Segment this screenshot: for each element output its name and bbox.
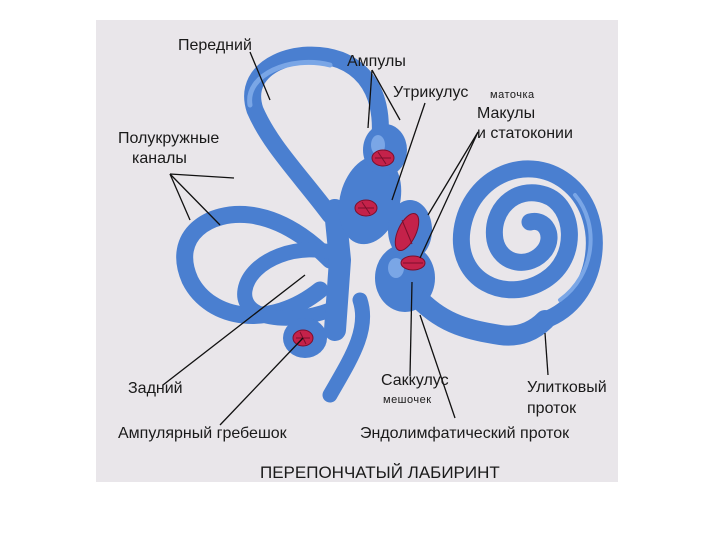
label-utricle-ru: маточка xyxy=(490,89,535,101)
label-maculae-line2: и статоконии xyxy=(477,125,573,142)
labels: Передний Ампулы Утрикулус маточка Макулы… xyxy=(118,37,607,482)
utricle-shape xyxy=(338,155,402,245)
diagram-title: ПЕРЕПОНЧАТЫЙ ЛАБИРИНТ xyxy=(260,463,500,482)
label-endolymph: Эндолимфатический проток xyxy=(360,425,570,442)
label-canals-line1: Полукружные xyxy=(118,130,219,147)
label-utricle: Утрикулус xyxy=(393,84,468,101)
anterior-canal xyxy=(244,46,389,224)
label-maculae-line1: Макулы xyxy=(477,105,535,122)
membranous-labyrinth xyxy=(176,46,603,403)
pointer-lines xyxy=(162,51,549,426)
label-crista: Ампулярный гребешок xyxy=(118,425,288,442)
cochlear-duct-shape xyxy=(452,160,603,329)
label-posterior: Задний xyxy=(128,380,183,397)
label-cochlear-line1: Улитковый xyxy=(527,379,607,396)
label-saccule: Саккулус xyxy=(381,372,449,389)
label-ampullae: Ампулы xyxy=(347,53,406,70)
endolymphatic-duct-shape xyxy=(322,292,371,403)
lateral-canal xyxy=(237,242,348,326)
label-saccule-ru: мешочек xyxy=(383,394,432,406)
label-canals-line2: каналы xyxy=(132,150,187,167)
label-cochlear-line2: проток xyxy=(527,400,577,417)
label-anterior: Передний xyxy=(178,37,252,54)
